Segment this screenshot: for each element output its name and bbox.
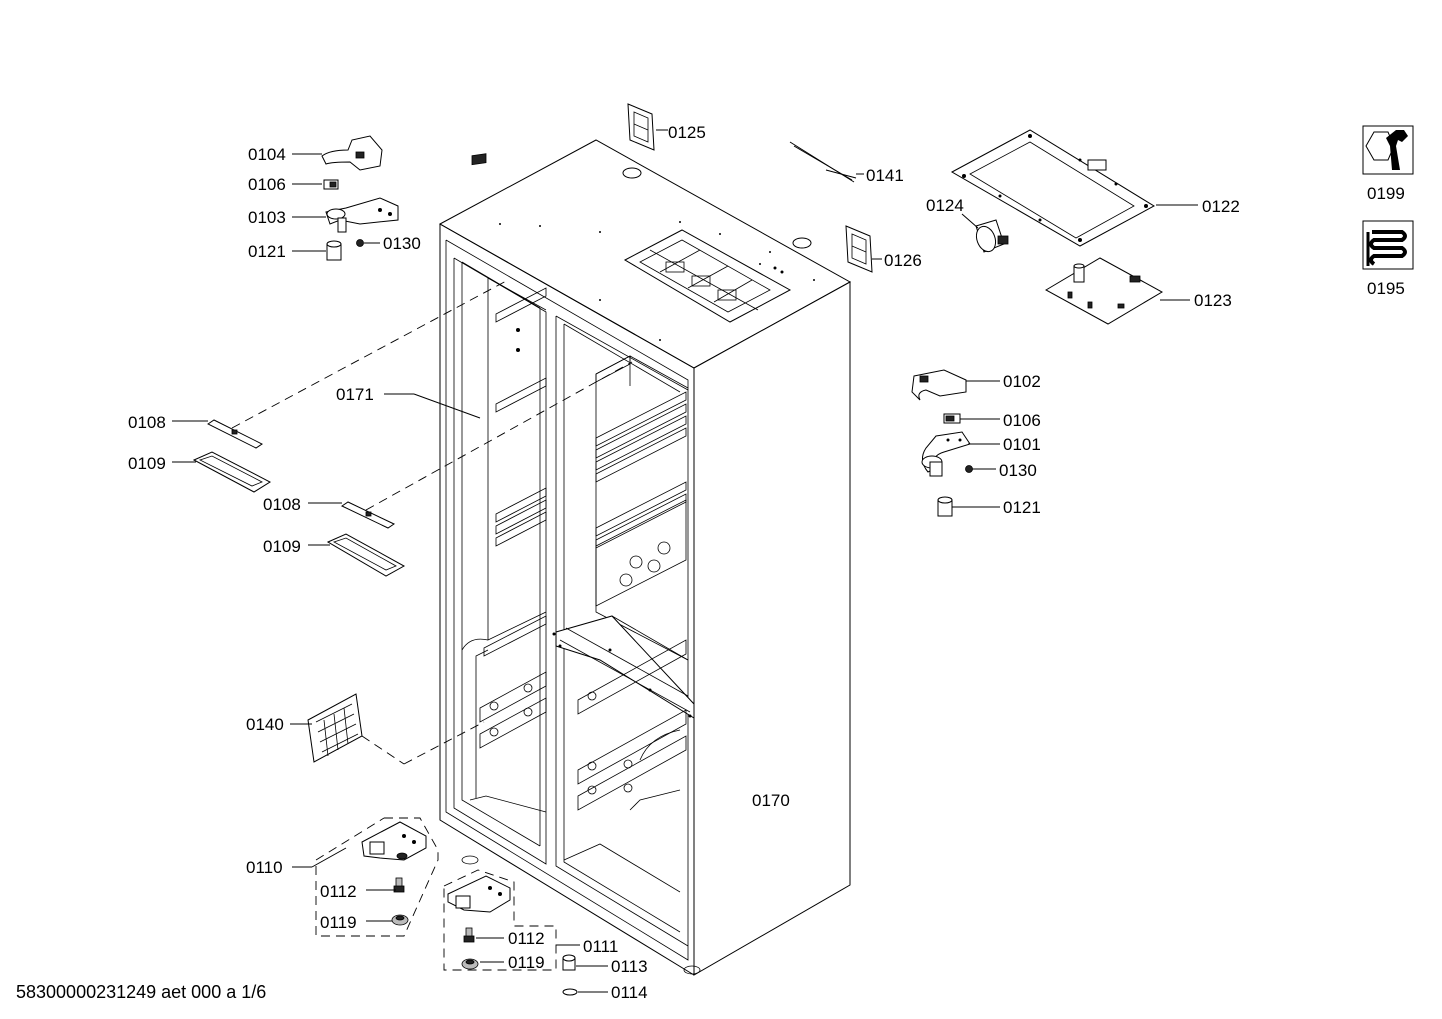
- label-0126: 0126: [884, 251, 922, 270]
- label-0103: 0103: [248, 208, 286, 227]
- part-0109-cover-upper: [192, 451, 272, 493]
- label-0112-right: 0112: [508, 929, 545, 948]
- label-0119-left: 0119: [320, 913, 357, 932]
- part-0124-capacitor: [975, 219, 1009, 253]
- part-0125-bracket: [627, 103, 655, 151]
- label-0119-right: 0119: [508, 953, 545, 972]
- tools-icon: [1362, 125, 1414, 175]
- label-0110: 0110: [246, 858, 283, 877]
- label-0122: 0122: [1202, 197, 1240, 216]
- label-0108-lower: 0108: [263, 495, 301, 514]
- label-0106-upper: 0106: [248, 175, 286, 194]
- dashed-connector-lines: [231, 279, 633, 765]
- label-0104: 0104: [248, 145, 286, 164]
- label-0113: 0113: [611, 957, 648, 976]
- label-0121-lower: 0121: [1003, 498, 1041, 517]
- part-0123-board: [1044, 257, 1164, 325]
- label-0171: 0171: [336, 385, 374, 404]
- label-0140: 0140: [246, 715, 284, 734]
- label-0141: 0141: [866, 166, 904, 185]
- bottom-hinge-group-right: [443, 869, 578, 996]
- label-0109-upper: 0109: [128, 454, 166, 473]
- part-0140-panel: [307, 693, 363, 763]
- label-0130-lower: 0130: [999, 461, 1037, 480]
- label-0102: 0102: [1003, 372, 1041, 391]
- part-0109-cover-lower: [326, 533, 406, 577]
- document-reference: 58300000231249 aet 000 a 1/6: [16, 982, 266, 1002]
- label-0170: 0170: [752, 791, 790, 810]
- bottom-hinge-group-left: [315, 817, 439, 937]
- label-0101: 0101: [1003, 435, 1041, 454]
- label-0121-upper: 0121: [248, 242, 286, 261]
- label-0123: 0123: [1194, 291, 1232, 310]
- part-labels: 0125 0141 0122 0124 0126 0123 0104 0106 …: [128, 123, 1240, 1002]
- label-0130-upper: 0130: [383, 234, 421, 253]
- lower-right-hinge-group: [911, 369, 973, 517]
- part-0108-strip-upper: [207, 419, 263, 449]
- label-0112-left: 0112: [320, 882, 357, 901]
- part-0108-strip-lower: [340, 501, 396, 529]
- label-0109-lower: 0109: [263, 537, 301, 556]
- heater-coil-icon: [1362, 220, 1414, 270]
- label-0195: 0195: [1367, 279, 1405, 298]
- label-0199: 0199: [1367, 184, 1405, 203]
- label-0108-upper: 0108: [128, 413, 166, 432]
- label-0125: 0125: [668, 123, 706, 142]
- label-0124: 0124: [926, 196, 964, 215]
- leader-lines: [172, 129, 1198, 993]
- label-0111: 0111: [583, 937, 618, 956]
- upper-left-hinge-group: [321, 135, 399, 261]
- part-0122-plate: [950, 129, 1156, 247]
- part-0141-wire: [789, 141, 857, 183]
- label-0106-lower: 0106: [1003, 411, 1041, 430]
- fridge-cabinet: [438, 139, 852, 976]
- part-0126-bracket: [845, 225, 873, 273]
- label-0114: 0114: [611, 983, 648, 1002]
